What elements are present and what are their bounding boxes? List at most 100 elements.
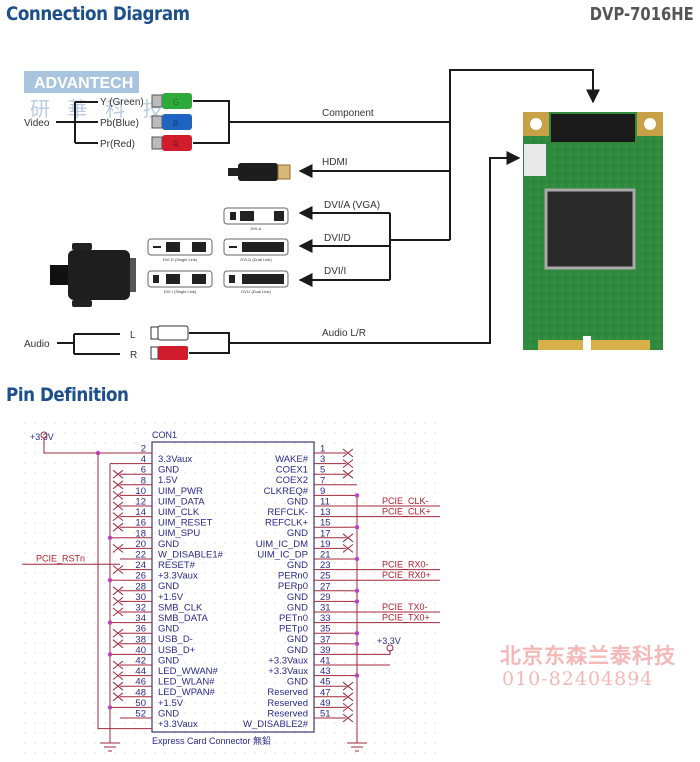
no-connect-marker: [112, 681, 124, 691]
audio-input-group: Audio L R: [24, 158, 519, 360]
ground-symbol-left: [100, 742, 120, 752]
pin-name-left: +1.5V: [158, 592, 184, 603]
no-connect-marker: [342, 459, 354, 468]
pin-name-left: UIM_RESET: [158, 518, 213, 529]
dvi-i-dual-icon: DVI-I (Dual Link): [223, 270, 289, 294]
pin-name-right: PERn0: [278, 571, 308, 582]
pin-name-left: GND: [158, 539, 179, 550]
pin-number-right: 45: [320, 677, 331, 688]
pin-name-left: USB_D-: [158, 634, 193, 645]
no-connect-marker: [342, 692, 354, 702]
video-input-label-pb: Pb(Blue): [100, 118, 139, 129]
pin-number-left: 8: [141, 475, 146, 486]
junction-dot: [107, 578, 113, 583]
junction-dot: [354, 631, 360, 636]
pin-name-right: REFCLK+: [265, 518, 308, 529]
no-connect-marker: [342, 448, 354, 458]
pin-name-left: +1.5V: [158, 698, 184, 709]
pin-name-right: W_DISABLE2#: [243, 719, 309, 730]
pin-name-left: UIM_SPU: [158, 528, 200, 539]
no-connect-marker: [112, 586, 124, 596]
no-connect-marker: [112, 469, 124, 479]
pin-name-left: GND: [158, 581, 179, 592]
pin-number-left: 20: [135, 539, 146, 550]
pin-name-left: UIM_DATA: [158, 496, 205, 507]
no-connect-marker: [112, 628, 124, 638]
pin-name-right: REFCLK-: [267, 507, 308, 518]
no-connect-marker: [342, 703, 354, 712]
audio-line-label: Audio L/R: [322, 328, 366, 339]
junction-dot: [107, 620, 113, 625]
connector-footer: Express Card Connector 無鉛: [152, 735, 271, 746]
pin-number-right: 41: [320, 656, 331, 667]
pin-definition-schematic: +3.3V CON1 Express Card Connector 無鉛 23.…: [20, 418, 440, 762]
pin-number-right: 17: [320, 528, 331, 539]
no-connect-marker: [112, 639, 124, 649]
component-line-label: Component: [322, 108, 374, 119]
pin-number-right: 27: [320, 581, 331, 592]
pin-name-right: Reserved: [267, 687, 308, 698]
junction-dot: [354, 599, 360, 604]
pin-name-left: GND: [158, 655, 179, 666]
junction-dot: [354, 588, 360, 593]
no-connect-marker: [342, 544, 354, 553]
pin-name-left: 3.3Vaux: [158, 454, 192, 465]
pin-name-left: GND: [158, 708, 179, 719]
ground-symbol-right: [347, 742, 367, 752]
model-number: DVP-7016HE: [590, 4, 694, 25]
pin-name-left: +3.3Vaux: [158, 719, 198, 730]
power-label-right: +3.3V: [377, 636, 401, 646]
pin-number-left: 34: [135, 613, 146, 624]
pin-number-right: 1: [320, 444, 325, 455]
net-label: PCIE_CLK-: [382, 496, 429, 506]
dvi-d-single-icon: DVI-D (Single Link): [147, 238, 213, 262]
connector-body: [151, 441, 315, 733]
no-connect-marker: [342, 681, 354, 691]
pin-number-left: 12: [135, 497, 146, 508]
pin-number-right: 7: [320, 475, 325, 486]
net-label: PCIE_RX0-: [382, 560, 429, 570]
pin-name-right: +3.3Vaux: [268, 655, 308, 666]
pin-number-left: 44: [135, 666, 146, 677]
pin-name-right: GND: [287, 677, 308, 688]
pin-name-right: Reserved: [267, 708, 308, 719]
pin-number-right: 25: [320, 571, 331, 582]
pin-number-right: 11: [320, 497, 330, 508]
rca-letter-g: G: [173, 98, 179, 107]
power-bus-left: [97, 453, 152, 730]
junction-dot: [107, 705, 113, 710]
pin-name-right: GND: [287, 602, 308, 613]
power-wire-left: [43, 438, 120, 454]
pin-name-right: GND: [287, 592, 308, 603]
pin-name-right: GND: [287, 528, 308, 539]
rca-plug-green: G: [151, 93, 192, 109]
no-connect-marker: [112, 501, 124, 511]
dvi-d-line-label: DVI/D: [324, 233, 351, 244]
pin-number-right: 51: [320, 709, 331, 720]
pin-name-left: LED_WLAN#: [158, 677, 215, 688]
pin-number-right: 33: [320, 613, 331, 624]
net-labels: PCIE_RSTnPCIE_CLK-PCIE_CLK+PCIE_RX0-PCIE…: [22, 496, 440, 624]
pin-name-left: +3.3Vaux: [158, 571, 198, 582]
section-title-pin-definition: Pin Definition: [6, 384, 129, 406]
pin-name-left: RESET#: [158, 560, 196, 571]
pin-number-left: 46: [135, 677, 146, 688]
pin-number-right: 9: [320, 486, 325, 497]
connector-name: CON1: [152, 430, 177, 440]
no-connect-marker: [112, 522, 124, 532]
advantech-watermark: ADVANTECH 研 華 科 技: [24, 71, 169, 121]
junction-dot: [107, 652, 113, 657]
pin-number-right: 43: [320, 666, 331, 677]
video-input-label-y: Y (Green): [100, 97, 144, 108]
pin-number-right: 23: [320, 560, 331, 571]
pin-number-left: 26: [135, 571, 146, 582]
watermark-chinese: 研 華 科 技: [30, 98, 169, 121]
capture-card-image: [523, 112, 663, 350]
rca-letter-r: R: [173, 140, 179, 149]
pin-number-left: 4: [141, 454, 146, 465]
pin-name-left: LED_WWAN#: [158, 666, 219, 677]
junction-dot: [107, 535, 113, 540]
dvi-i-single-caption: DVI-I (Single Link): [164, 289, 197, 294]
section-title-connection-diagram: Connection Diagram: [6, 3, 190, 25]
